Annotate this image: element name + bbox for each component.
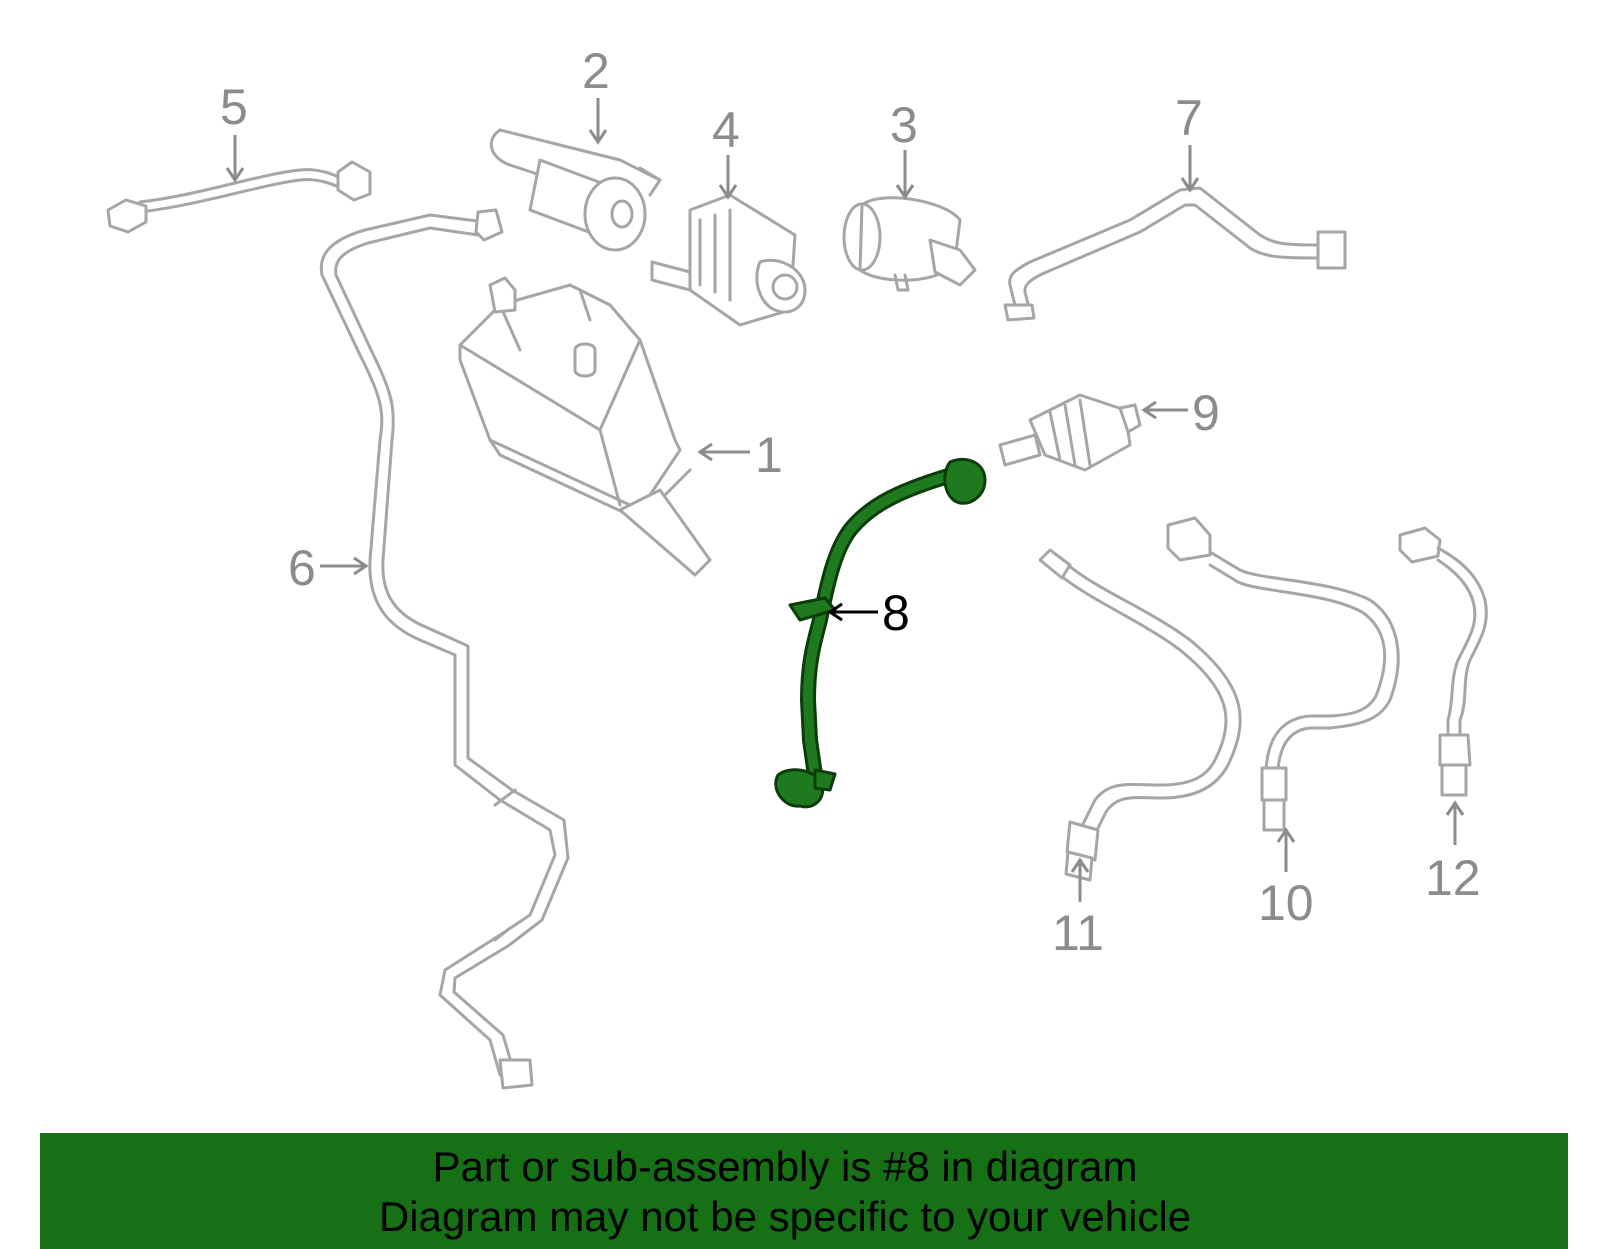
part-10-oxygen-sensor[interactable] <box>1166 516 1400 832</box>
part-12-oxygen-sensor[interactable] <box>1398 526 1488 797</box>
callout-7: 7 <box>1175 90 1203 146</box>
part-3-filter[interactable] <box>842 196 977 292</box>
callout-11: 11 <box>1052 905 1104 961</box>
banner-line-disclaimer: Diagram may not be specific to your vehi… <box>378 1193 1192 1240</box>
part-8-hose-highlighted[interactable] <box>774 457 987 809</box>
callout-3: 3 <box>890 97 918 153</box>
callout-10: 10 <box>1258 875 1314 931</box>
part-11-oxygen-sensor[interactable] <box>1038 548 1242 882</box>
part-4-valve[interactable] <box>650 193 807 327</box>
part-6-vapor-line[interactable] <box>319 208 570 1090</box>
info-banner: Part or sub-assembly is #8 in diagram Di… <box>40 1133 1568 1249</box>
callout-12: 12 <box>1425 850 1481 906</box>
callout-6: 6 <box>288 540 316 596</box>
callout-leaders <box>225 98 1465 902</box>
callout-9: 9 <box>1192 385 1220 441</box>
banner-line-part-number: Part or sub-assembly is #8 in diagram <box>432 1143 1138 1190</box>
callout-8: 8 <box>882 585 910 641</box>
part-7-hose[interactable] <box>1003 186 1347 322</box>
part-5-hose[interactable] <box>106 160 372 234</box>
callout-1: 1 <box>755 427 783 483</box>
callout-2: 2 <box>582 43 610 99</box>
part-1-canister[interactable] <box>458 276 712 577</box>
callout-4: 4 <box>712 102 740 158</box>
part-9-vent-valve[interactable] <box>998 393 1142 472</box>
part-2-purge-valve[interactable] <box>489 128 662 252</box>
callout-5: 5 <box>220 79 248 135</box>
